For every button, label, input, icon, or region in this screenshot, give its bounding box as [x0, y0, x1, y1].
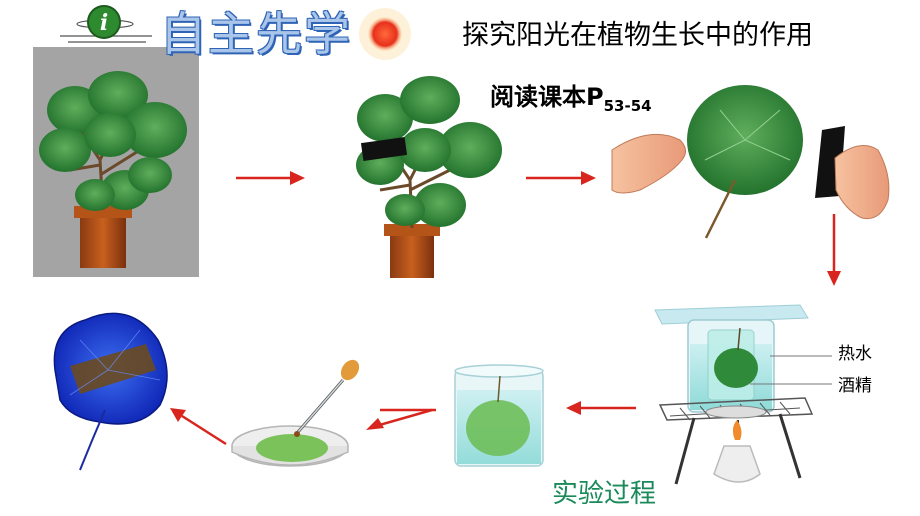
section-title: 自主先学: [160, 7, 352, 61]
arrow-diagonal: [170, 408, 227, 446]
info-icon: i: [60, 5, 152, 43]
beaker-rinsing-leaf: [454, 364, 544, 467]
arrow-right-2: [526, 171, 596, 185]
water-bath-apparatus: [654, 304, 832, 485]
reading-prefix: 阅读课本P: [490, 83, 604, 111]
arrow-left-1: [566, 401, 636, 415]
svg-text:i: i: [100, 10, 108, 36]
arrow-down: [827, 214, 841, 286]
reading-pages: 53-54: [603, 96, 652, 115]
red-sun-icon: [359, 8, 411, 60]
iodine-stained-leaf: [53, 312, 168, 471]
petri-dish-with-dropper: [231, 359, 360, 467]
arrow-left-2: [366, 408, 436, 430]
reading-assignment: 阅读课本P53-54: [490, 80, 652, 123]
plant-in-dark-box: [33, 47, 199, 277]
plant-with-covered-leaf: [356, 76, 502, 278]
label-hot-water: 热水: [838, 344, 872, 364]
hands-removing-leaf-cover: [611, 85, 890, 239]
arrow-right-1: [236, 171, 305, 185]
label-alcohol: 酒精: [838, 376, 872, 396]
page-title: 探究阳光在植物生长中的作用: [462, 20, 813, 51]
process-caption: 实验过程: [552, 479, 657, 509]
